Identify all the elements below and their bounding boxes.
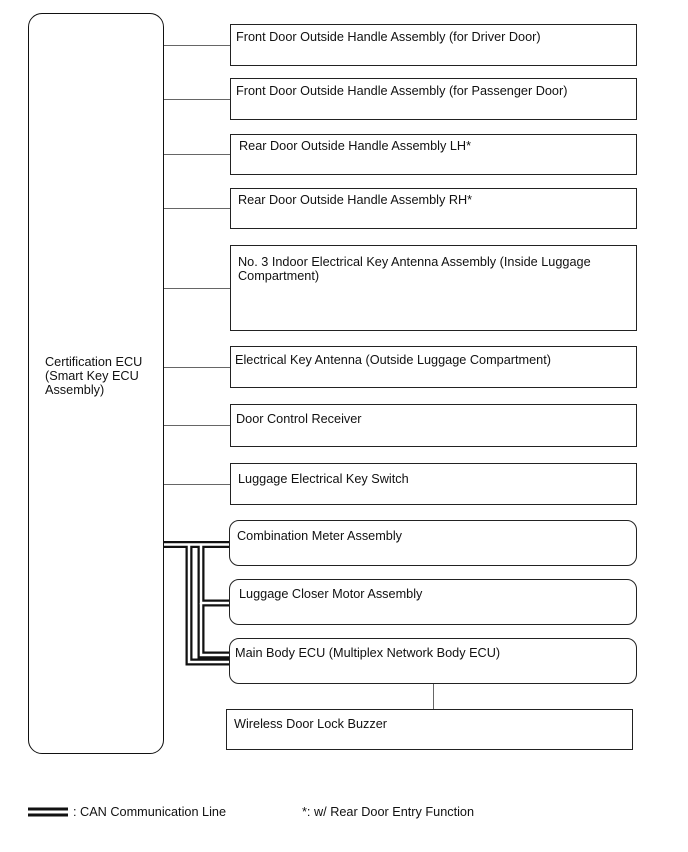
combination-meter-box: Combination Meter Assembly [229,520,637,566]
ecu-label-line: Certification ECU [45,355,143,369]
rear-door-handle-lh-box: Rear Door Outside Handle Assembly LH* [230,134,637,175]
certification-ecu-label: Certification ECU (Smart Key ECU Assembl… [45,355,142,397]
can-line-main-body-outer-core [187,544,229,664]
luggage-key-switch-box: Luggage Electrical Key Switch [230,463,637,505]
component-label: Luggage Closer Motor Assembly [239,587,423,601]
certification-ecu-block: Certification ECU (Smart Key ECU Assembl… [28,13,164,754]
component-label: Electrical Key Antenna (Outside Luggage … [235,353,551,367]
can-line-main-body-inner [197,603,229,659]
component-label: Front Door Outside Handle Assembly (for … [236,84,568,98]
ecu-label-line: (Smart Key ECU [45,369,139,383]
door-control-receiver-box: Door Control Receiver [230,404,637,447]
can-line-main-body-inner-core [199,603,229,657]
legend-can-label: : CAN Communication Line [73,805,227,819]
can-line-luggage-closer [197,544,229,607]
indoor-key-antenna-box: No. 3 Indoor Electrical Key Antenna Asse… [230,245,637,331]
component-label: Main Body ECU (Multiplex Network Body EC… [235,646,501,660]
component-label: Rear Door Outside Handle Assembly RH* [238,193,473,207]
front-door-handle-passenger-box: Front Door Outside Handle Assembly (for … [230,78,637,120]
legend-footnote: *: w/ Rear Door Entry Function [302,805,475,819]
outside-key-antenna-box: Electrical Key Antenna (Outside Luggage … [230,346,637,388]
can-line-luggage-closer-core [199,544,229,605]
component-label: Luggage Electrical Key Switch [238,472,409,486]
front-door-handle-driver-box: Front Door Outside Handle Assembly (for … [230,24,637,66]
component-label: Compartment) [238,269,320,283]
main-body-ecu-box: Main Body ECU (Multiplex Network Body EC… [229,638,637,684]
component-label: No. 3 Indoor Electrical Key Antenna Asse… [238,255,591,269]
component-label: Wireless Door Lock Buzzer [234,717,387,731]
component-label: Front Door Outside Handle Assembly (for … [236,30,541,44]
component-label: Door Control Receiver [236,412,362,426]
component-label: Combination Meter Assembly [237,529,403,543]
ecu-label-line: Assembly) [45,383,105,397]
luggage-closer-motor-box: Luggage Closer Motor Assembly [229,579,637,625]
component-label: Rear Door Outside Handle Assembly LH* [239,139,472,153]
wireless-door-lock-buzzer-box: Wireless Door Lock Buzzer [226,709,633,750]
rear-door-handle-rh-box: Rear Door Outside Handle Assembly RH* [230,188,637,229]
